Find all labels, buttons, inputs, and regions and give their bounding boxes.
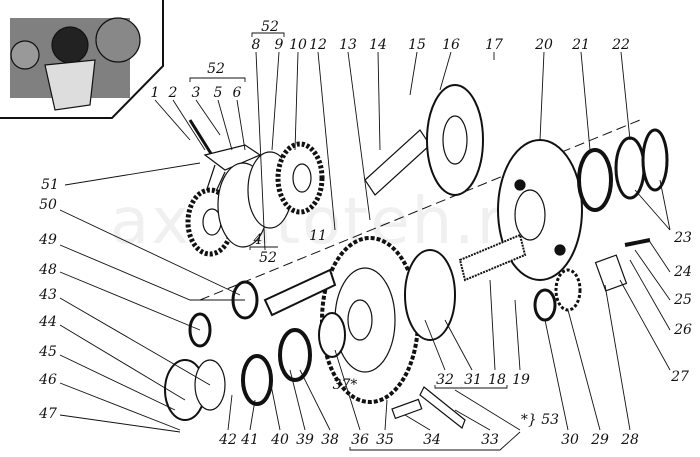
callout-52-group-c: 52 <box>259 250 277 266</box>
callout-49: 49 <box>39 232 57 248</box>
callout-48: 48 <box>39 262 57 278</box>
callout-35: 35 <box>376 432 394 448</box>
callout-6: 6 <box>232 85 242 101</box>
callout-13: 13 <box>339 37 357 53</box>
callout-30: 30 <box>561 432 579 448</box>
callout-52-group-b: 52 <box>261 19 279 35</box>
splined-shaft <box>458 233 527 282</box>
leader-lines <box>59 32 671 451</box>
callout-53: *} 53 <box>520 412 560 428</box>
callout-41: 41 <box>241 432 259 448</box>
callout-15: 15 <box>408 37 426 53</box>
callout-19: 19 <box>512 372 530 388</box>
bolt-24 <box>624 238 651 247</box>
callout-14: 14 <box>369 37 387 53</box>
callout-27: 27 <box>671 369 689 385</box>
seal-23 <box>641 128 669 192</box>
callout-16: 16 <box>442 37 460 53</box>
assembly-axis <box>199 119 641 301</box>
callout-8: 8 <box>251 37 261 53</box>
callout-33: 33 <box>481 432 499 448</box>
callout-32: 32 <box>436 372 454 388</box>
bolt-34 <box>391 398 423 420</box>
callout-47: 47 <box>39 406 57 422</box>
callout-45: 45 <box>39 344 57 360</box>
inset-frame <box>0 0 164 119</box>
callout-37: 37* <box>332 377 358 393</box>
input-shaft <box>263 268 337 317</box>
callout-5: 5 <box>213 85 223 101</box>
callout-10: 10 <box>289 37 307 53</box>
callout-3: 3 <box>191 85 201 101</box>
callout-4: 4 <box>253 232 263 248</box>
inset-assembly-illustration <box>10 17 141 111</box>
callout-2: 2 <box>168 85 178 101</box>
callout-36: 36 <box>351 432 369 448</box>
callout-28: 28 <box>621 432 639 448</box>
flanged-shaft <box>364 84 484 196</box>
callout-21: 21 <box>572 37 590 53</box>
callout-38: 38 <box>321 432 339 448</box>
callout-23: 23 <box>674 230 692 246</box>
gear-29 <box>554 268 582 312</box>
callout-18: 18 <box>488 372 506 388</box>
callout-40: 40 <box>271 432 289 448</box>
bearing-38 <box>278 328 312 382</box>
callout-12: 12 <box>309 37 327 53</box>
bearing-22 <box>614 136 646 200</box>
lock-plate-33 <box>419 386 466 429</box>
callout-43: 43 <box>39 287 57 303</box>
pin-27 <box>594 254 628 292</box>
ring-37 <box>318 312 346 358</box>
callout-26: 26 <box>674 322 692 338</box>
callout-25: 25 <box>674 292 692 308</box>
callout-34: 34 <box>423 432 441 448</box>
callout-51: 51 <box>41 177 59 193</box>
callout-46: 46 <box>39 372 57 388</box>
gear-ring-32 <box>404 249 456 341</box>
callout-9: 9 <box>274 37 284 53</box>
clutch-disc-rear <box>275 141 325 215</box>
callout-50: 50 <box>39 197 57 213</box>
callout-52-group-a: 52 <box>207 61 225 77</box>
callout-44: 44 <box>39 314 57 330</box>
callout-31: 31 <box>464 372 482 388</box>
callout-29: 29 <box>591 432 609 448</box>
bearing-21 <box>577 148 613 212</box>
callout-42: 42 <box>219 432 237 448</box>
watermark: axautoteh.ru <box>110 185 548 259</box>
callout-20: 20 <box>535 37 553 53</box>
callout-24: 24 <box>674 264 692 280</box>
washer-30 <box>533 288 557 322</box>
callout-11: 11 <box>309 228 327 244</box>
bearing-41 <box>241 354 273 406</box>
end-cover <box>164 359 226 421</box>
callout-1: 1 <box>150 85 160 101</box>
callout-39: 39 <box>296 432 314 448</box>
callout-22: 22 <box>612 37 630 53</box>
callout-17: 17 <box>485 37 503 53</box>
